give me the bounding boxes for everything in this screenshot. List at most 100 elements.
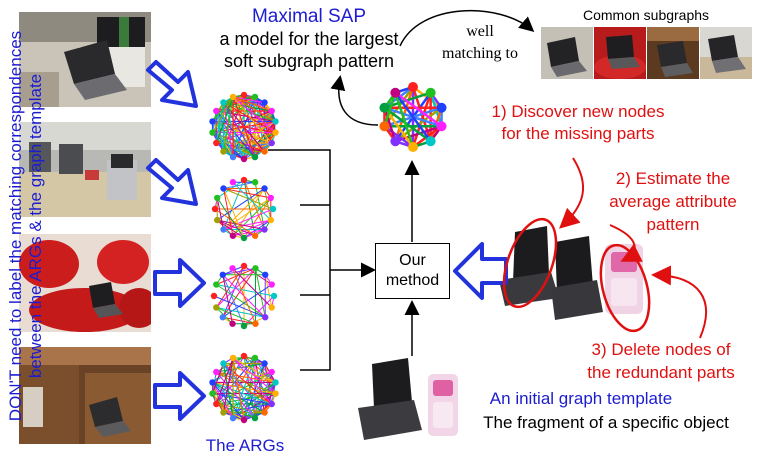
graph-node [251,354,259,362]
graph-edge [216,306,266,318]
input-arrow-4 [153,371,206,421]
graph-edge [243,363,266,421]
estimate-arrow [609,224,643,262]
graph-node [268,139,275,147]
graph-node [229,232,237,239]
graph-edge [222,316,256,325]
graph-node [252,320,259,327]
graph-edge [212,393,272,405]
template-to-method-arrow [453,242,508,300]
delete-arrow [651,265,708,339]
graph-edge [223,188,274,210]
graph-edge [232,96,276,134]
graph-edge [254,268,266,318]
graph-node [251,153,259,161]
step-2-line-3: pattern [646,215,700,234]
graph-edge [212,393,234,419]
graph-node [229,265,236,272]
graph-edge [243,179,256,236]
graph-edge [215,357,234,405]
graph-edge [394,91,443,128]
graph-edge [215,110,225,152]
graph-node [268,368,275,376]
graph-edge [222,96,234,152]
graph-node [240,352,248,360]
vertical-note-line-2: between the ARGs & the graph template [26,73,45,379]
graph-node [229,414,237,422]
subgraph-image-4 [700,27,752,79]
graph-edge [212,382,245,421]
graph-edge [216,284,266,318]
graph-node [267,194,274,202]
graph-node [262,271,269,278]
graph-node [436,121,447,132]
graph-edge [222,267,256,276]
graph-edge [232,268,256,324]
graph-edge [223,381,276,413]
input-image-office-laptop [19,122,151,217]
graph-edge [223,197,272,230]
maximal-sap-line-1: a model for the largest [219,29,399,49]
graph-node [219,271,226,278]
graph-edge [222,357,234,413]
vertical-note-line-1: DON'T need to label the matching corresp… [6,30,25,422]
common-subgraphs-label: Common subgraphs [582,7,710,23]
input-arrow-2 [146,158,198,206]
graph-edge [216,307,256,325]
graph-edge [217,219,256,237]
graph-edge [212,96,234,122]
graph-edge [223,188,245,239]
well-matching-line-2: matching to [442,45,518,62]
graph-node [209,379,216,386]
graph-node [267,216,274,224]
graph-node [261,185,268,192]
graph-edge [232,357,245,421]
graph-edge [215,357,256,405]
graph-edge [215,96,234,144]
graph-node [213,400,220,408]
graph-edge [217,219,265,230]
graph-node [229,320,236,327]
graph-edge [212,381,265,413]
graph-node [425,87,436,98]
graph-edge [243,94,266,152]
graph-node [213,281,220,288]
graph-edge [223,120,276,153]
arg-graph-1 [209,91,279,163]
our-method-box: Our method [375,243,450,299]
graph-edge [216,371,276,383]
graph-node [272,390,279,397]
well-matching-line-1: well [466,23,494,40]
graph-edge [232,357,276,383]
step-1-line-1: 1) Discover new nodes [491,102,665,121]
input-image-wooden-shelves [19,347,151,444]
graph-edge [216,393,276,405]
graph-edge [223,188,271,199]
graph-node [211,205,219,213]
graph-node [436,102,447,113]
maximal-sap-line-2: soft subgraph pattern [223,51,395,71]
subgraph-image-2 [594,27,646,79]
graph-node [220,148,227,155]
graph-edge [394,91,432,143]
graph-node [213,107,220,115]
graph-node [213,368,220,376]
graph-edge [232,357,273,405]
graph-node [229,354,237,362]
graph-node [425,136,436,147]
discover-arrow [559,157,585,229]
graph-edge [216,197,224,230]
maximal-sap-title: Maximal SAP [251,6,367,27]
missing-part-ellipse [502,217,558,309]
graph-edge [232,267,273,308]
graph-edge [232,96,273,144]
graph-node [214,194,221,202]
graph-node [262,314,269,321]
model-graph [379,82,447,152]
graph-edge [222,274,234,324]
graph-node [240,91,248,99]
graph-node [240,234,248,242]
template-title: An initial graph template [489,389,673,408]
graph-edge [223,181,256,189]
